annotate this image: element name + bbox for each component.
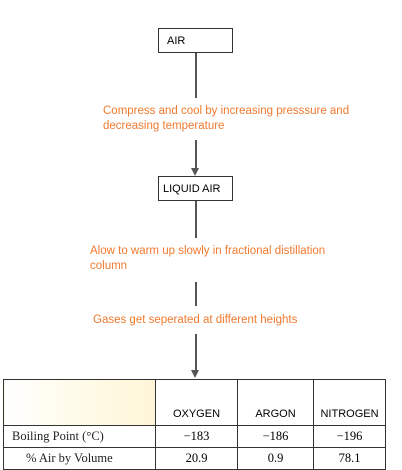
cell-nitrogen-volume: 78.1	[313, 447, 386, 470]
header-cell-empty	[3, 379, 156, 426]
arrowhead-1	[191, 168, 199, 176]
connector-line-2	[195, 140, 197, 168]
header-cell-argon: ARGON	[237, 379, 314, 426]
warm-note: Alow to warm up slowly in fractional dis…	[90, 245, 326, 272]
liquid-air-label: LIQUID AIR	[163, 182, 221, 195]
cell-oxygen-volume: 20.9	[155, 447, 238, 470]
cell-argon-boiling: −186	[237, 425, 314, 448]
separation-note: Gases get seperated at different heights	[93, 314, 298, 326]
connector-line-3	[195, 201, 197, 238]
air-label: AIR	[167, 34, 186, 47]
connector-line-5	[195, 334, 197, 370]
air-box: AIR	[158, 28, 233, 53]
liquid-air-box: LIQUID AIR	[158, 176, 233, 201]
compress-note: Compress and cool by increasing presssur…	[103, 105, 350, 132]
cell-oxygen-boiling: −183	[155, 425, 238, 448]
cell-nitrogen-boiling: −196	[313, 425, 386, 448]
table-header-row: OXYGEN ARGON NITROGEN	[3, 379, 386, 426]
arrowhead-2	[191, 370, 199, 378]
connector-line-4	[195, 282, 197, 306]
row-label-air-volume: % Air by Volume	[3, 447, 156, 470]
connector-line-1	[195, 53, 197, 98]
table-row: % Air by Volume 20.9 0.9 78.1	[3, 447, 386, 470]
gas-properties-table: OXYGEN ARGON NITROGEN Boiling Point (°C)…	[3, 379, 386, 470]
header-cell-oxygen: OXYGEN	[155, 379, 238, 426]
cell-argon-volume: 0.9	[237, 447, 314, 470]
header-cell-nitrogen: NITROGEN	[313, 379, 386, 426]
row-label-boiling-point: Boiling Point (°C)	[3, 425, 156, 448]
table-row: Boiling Point (°C) −183 −186 −196	[3, 425, 386, 448]
